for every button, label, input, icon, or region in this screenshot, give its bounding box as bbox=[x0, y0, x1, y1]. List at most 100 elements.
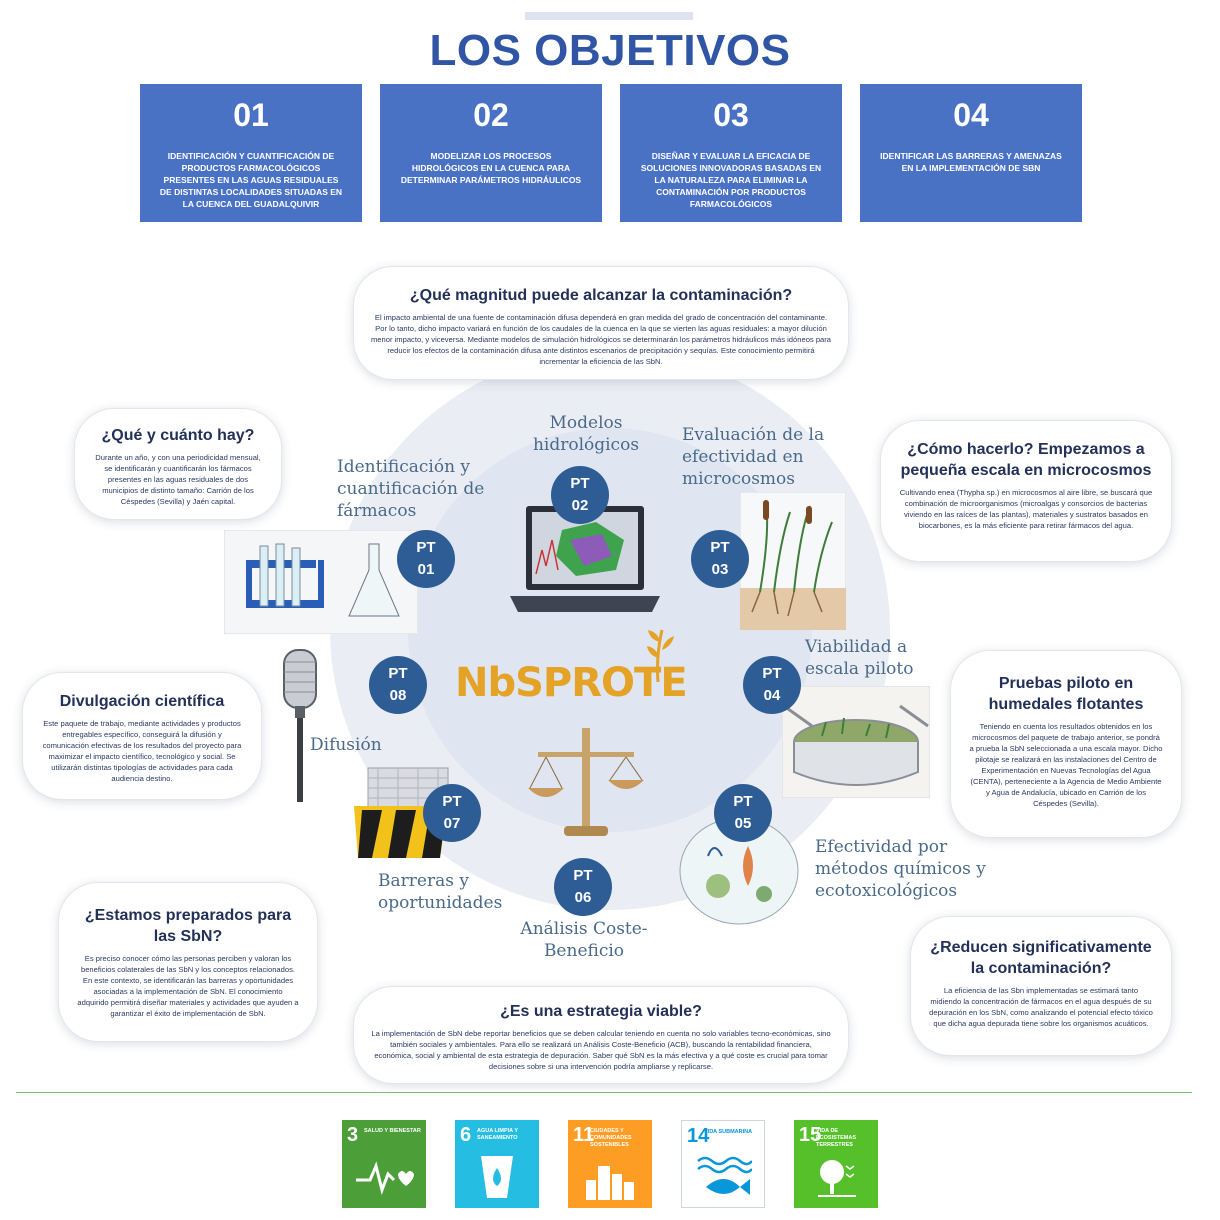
pt-label: PT bbox=[710, 539, 730, 556]
pt-label: PT bbox=[762, 665, 782, 682]
card-como: ¿Cómo hacerlo? Empezamos a pequeña escal… bbox=[880, 420, 1172, 562]
card-pruebas: Pruebas piloto en humedales flotantes Te… bbox=[950, 650, 1182, 838]
card-preparados: ¿Estamos preparados para las SbN? Es pre… bbox=[58, 882, 318, 1042]
sdg-number: 3 bbox=[347, 1124, 359, 1146]
card-text: Es preciso conocer cómo las personas per… bbox=[77, 954, 299, 1018]
objective-number: 02 bbox=[473, 97, 509, 133]
pilot-wetland-illustration bbox=[782, 686, 930, 798]
pt-number: 05 bbox=[734, 815, 752, 832]
objective-number: 04 bbox=[953, 97, 989, 133]
card-viable: ¿Es una estrategia viable? La implementa… bbox=[353, 986, 849, 1084]
pt-badge-01: PT 01 bbox=[397, 530, 455, 588]
pt-badge-04: PT 04 bbox=[743, 656, 801, 714]
sdg-number: 14 bbox=[687, 1125, 710, 1147]
pt-badge-08: PT 08 bbox=[369, 656, 427, 714]
pt-number: 08 bbox=[389, 687, 407, 704]
pt06-label: Análisis Coste-Beneficio bbox=[520, 919, 648, 961]
microscopy-organisms-illustration bbox=[679, 817, 799, 925]
objective-text: IDENTIFICACIÓN Y CUANTIFICACIÓN DE PRODU… bbox=[159, 151, 343, 209]
pt-badge-02: PT 02 bbox=[551, 466, 609, 524]
project-logo: NbSPROTE bbox=[455, 660, 688, 706]
sdg-tile-6: 6 AGUA LIMPIA Y SANEAMIENTO bbox=[455, 1120, 539, 1208]
card-text: El impacto ambiental de una fuente de co… bbox=[370, 313, 832, 366]
objective-number: 03 bbox=[713, 97, 749, 133]
card-title: ¿Estamos preparados para las SbN? bbox=[84, 907, 292, 945]
pt-label: PT bbox=[733, 793, 753, 810]
objective-number: 01 bbox=[233, 97, 269, 133]
card-title: ¿Cómo hacerlo? Empezamos a pequeña escal… bbox=[900, 441, 1152, 479]
pt05-label: Efectividad por métodos químicos y ecoto… bbox=[815, 837, 986, 901]
sdg-text: AGUA LIMPIA Y SANEAMIENTO bbox=[477, 1128, 518, 1141]
pt-number: 02 bbox=[571, 497, 589, 514]
objective-box-01: 01 IDENTIFICACIÓN Y CUANTIFICACIÓN DE PR… bbox=[140, 84, 362, 222]
microphone-illustration bbox=[283, 649, 317, 802]
card-text: La eficiencia de las Sbn implementadas s… bbox=[929, 986, 1153, 1028]
objective-text: IDENTIFICAR LAS BARRERAS Y AMENAZAS EN L… bbox=[880, 151, 1062, 173]
card-text: Durante un año, y con una periodicidad m… bbox=[95, 453, 261, 506]
pt-number: 01 bbox=[417, 561, 435, 578]
pt02-label: Modelos hidrológicos bbox=[532, 413, 640, 455]
sdg-tile-3: 3 SALUD Y BIENESTAR bbox=[342, 1120, 426, 1208]
heartbeat-icon bbox=[356, 1161, 414, 1196]
sdg-number: 6 bbox=[460, 1124, 472, 1146]
pt-badge-07: PT 07 bbox=[423, 784, 481, 842]
card-que-cuanto: ¿Qué y cuánto hay? Durante un año, y con… bbox=[74, 408, 282, 520]
card-reducen: ¿Reducen significativamente la contamina… bbox=[910, 916, 1172, 1056]
pt-number: 07 bbox=[443, 815, 461, 832]
pt-number: 03 bbox=[711, 561, 729, 578]
lab-glassware-illustration bbox=[224, 530, 418, 634]
pt03-label: Evaluación de la efectividad en microcos… bbox=[682, 425, 825, 489]
objective-box-03: 03 DISEÑAR Y EVALUAR LA EFICACIA DE SOLU… bbox=[620, 84, 842, 222]
fish-wave-icon bbox=[697, 1156, 752, 1195]
card-title: Divulgación científica bbox=[59, 693, 225, 710]
laptop-model-illustration bbox=[510, 506, 660, 612]
objective-text: MODELIZAR LOS PROCESOS HIDROLÓGICOS EN L… bbox=[400, 151, 582, 185]
pt-label: PT bbox=[388, 665, 408, 682]
card-title: Pruebas piloto en humedales flotantes bbox=[988, 675, 1144, 713]
tree-birds-icon bbox=[818, 1160, 856, 1197]
barrier-illustration bbox=[354, 767, 449, 858]
sdg-text: SALUD Y BIENESTAR bbox=[364, 1128, 421, 1134]
wheat-logo-icon bbox=[647, 629, 674, 682]
sdg-number: 15 bbox=[799, 1124, 822, 1146]
card-text: La implementación de SbN debe reportar b… bbox=[371, 1029, 831, 1071]
pt-badge-03: PT 03 bbox=[691, 530, 749, 588]
pt-number: 04 bbox=[763, 687, 781, 704]
pt-badge-06: PT 06 bbox=[554, 858, 612, 916]
pt04-label: Viabilidad a escala piloto bbox=[805, 637, 914, 679]
divider-line bbox=[16, 1092, 1192, 1093]
pt-badge-05: PT 05 bbox=[714, 784, 772, 842]
pt07-label: Barreras y oportunidades bbox=[378, 871, 503, 913]
objective-box-04: 04 IDENTIFICAR LAS BARRERAS Y AMENAZAS E… bbox=[860, 84, 1082, 222]
card-title: ¿Qué y cuánto hay? bbox=[101, 427, 255, 444]
sdg-tile-14: 14 VIDA SUBMARINA bbox=[681, 1120, 765, 1208]
pt-label: PT bbox=[573, 867, 593, 884]
pt01-label: Identificación y cuantificación de fárma… bbox=[337, 457, 485, 521]
pt-number: 06 bbox=[574, 889, 592, 906]
title-accent-bar bbox=[525, 12, 693, 20]
pt-label: PT bbox=[442, 793, 462, 810]
sdg-text: VIDA DE ECOSISTEMAS TERRESTRES bbox=[816, 1128, 857, 1148]
card-text: Cultivando enea (Thypha sp.) en microcos… bbox=[899, 488, 1153, 530]
objective-box-02: 02 MODELIZAR LOS PROCESOS HIDROLÓGICOS E… bbox=[380, 84, 602, 222]
microcosm-plants-illustration bbox=[740, 492, 846, 630]
scales-illustration bbox=[528, 728, 644, 836]
sdg-tile-11: 11 CIUDADES Y COMUNIDADES SOSTENIBLES bbox=[568, 1120, 652, 1208]
card-divulgacion: Divulgación científica Este paquete de t… bbox=[22, 672, 262, 800]
card-title: ¿Reducen significativamente la contamina… bbox=[930, 939, 1152, 977]
sdg-tile-15: 15 VIDA DE ECOSISTEMAS TERRESTRES bbox=[794, 1120, 878, 1208]
card-title: ¿Qué magnitud puede alcanzar la contamin… bbox=[409, 287, 793, 304]
water-glass-icon bbox=[481, 1156, 513, 1198]
card-title: ¿Es una estrategia viable? bbox=[500, 1003, 702, 1020]
sdg-number: 11 bbox=[573, 1124, 595, 1146]
sdg-text: CIUDADES Y COMUNIDADES SOSTENIBLES bbox=[590, 1128, 632, 1148]
pt-label: PT bbox=[416, 539, 436, 556]
sdg-text: VIDA SUBMARINA bbox=[704, 1129, 753, 1135]
card-text: Teniendo en cuenta los resultados obteni… bbox=[969, 722, 1163, 808]
objective-text: DISEÑAR Y EVALUAR LA EFICACIA DE SOLUCIO… bbox=[640, 151, 822, 209]
card-text: Este paquete de trabajo, mediante activi… bbox=[42, 719, 242, 783]
pt-label: PT bbox=[570, 475, 590, 492]
city-buildings-icon bbox=[586, 1166, 634, 1200]
card-magnitud: ¿Qué magnitud puede alcanzar la contamin… bbox=[353, 266, 849, 380]
page-title: LOS OBJETIVOS bbox=[429, 26, 791, 75]
